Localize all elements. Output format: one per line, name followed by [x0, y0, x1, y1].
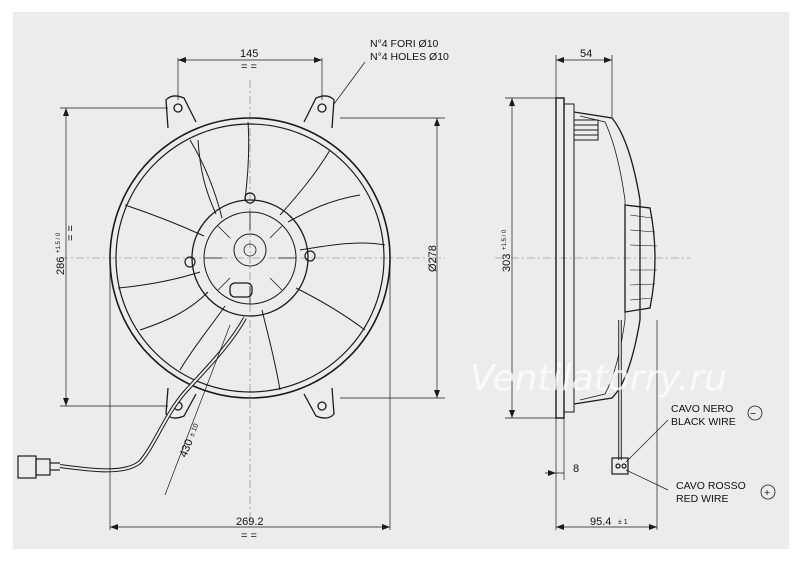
- plus-symbol-circle: [760, 484, 776, 500]
- black-wire-en: BLACK WIRE: [671, 416, 736, 428]
- dim-286: 286: [55, 257, 67, 275]
- terminal-block: [611, 457, 629, 475]
- dim-430: 430: [178, 438, 196, 460]
- minus-symbol-circle: [747, 405, 763, 421]
- dim-54: 54: [580, 48, 592, 60]
- dim-278: Ø278: [427, 245, 439, 272]
- eq-269: = =: [241, 530, 257, 542]
- plus-sign: +: [764, 487, 770, 499]
- eq-145: = =: [241, 61, 257, 73]
- cable-gland: [229, 282, 253, 298]
- dim-430-tol: ± 10: [189, 423, 201, 438]
- holes-label-it: N°4 FORI Ø10: [370, 38, 439, 50]
- eq-286: = =: [65, 225, 77, 241]
- watermark: Ventilatorry.ru: [470, 358, 727, 399]
- side-view: [495, 97, 690, 475]
- front-dimension-lines: [60, 58, 445, 530]
- minus-sign: −: [750, 408, 756, 420]
- side-flange: [555, 97, 565, 419]
- dim-303: 303: [501, 254, 513, 272]
- dim-286-tol: +1.5 / 0: [56, 232, 62, 253]
- dim-269: 269.2: [236, 516, 264, 528]
- red-wire-en: RED WIRE: [676, 493, 729, 505]
- holes-label-en: N°4 HOLES Ø10: [370, 51, 449, 63]
- black-wire-it: CAVO NERO: [671, 403, 733, 415]
- centerlines: [60, 80, 445, 525]
- side-dimension-lines: [505, 55, 669, 530]
- motor-profile: [624, 204, 656, 313]
- dim-303-tol: +1.5 / 0: [502, 229, 508, 250]
- dim-145: 145: [240, 48, 258, 60]
- connector: [17, 455, 60, 479]
- front-view: [17, 80, 445, 525]
- dim-95-tol: ± 1: [618, 519, 628, 526]
- fan-blades: [117, 121, 386, 391]
- red-wire-it: CAVO ROSSO: [676, 480, 746, 492]
- dim-95: 95.4: [590, 516, 611, 528]
- dim-8: 8: [573, 463, 579, 475]
